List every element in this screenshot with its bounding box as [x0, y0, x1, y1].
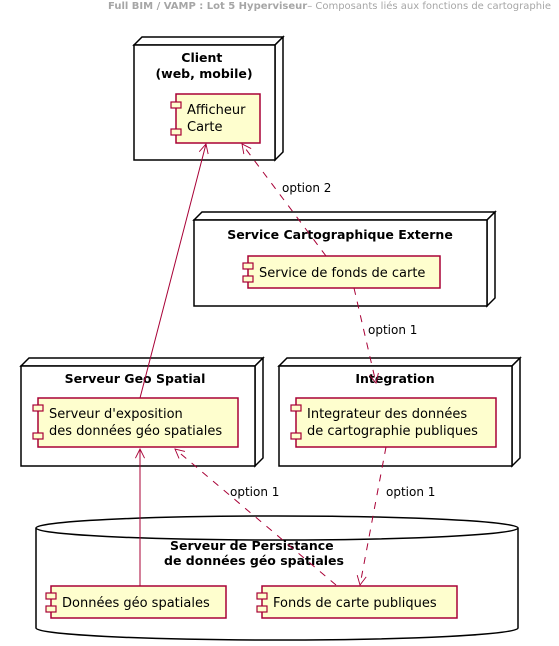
component-exposition-label-line-1: Serveur d'exposition	[49, 407, 183, 422]
component-afficheur-carte[interactable]: Afficheur Carte	[170, 93, 261, 144]
edge-label-option-1-persistance: option 1	[230, 485, 279, 499]
node-client-title-line-2: (web, mobile)	[155, 66, 252, 81]
edge-exposition-to-afficheur	[139, 144, 206, 399]
node-client-title-line-1: Client	[181, 50, 222, 65]
component-afficheur-label-line-1: Afficheur	[187, 103, 246, 118]
component-afficheur-label-line-2: Carte	[187, 120, 222, 135]
edge-integrateur-to-fonds	[360, 446, 387, 585]
database-title-line-2: de données géo spatiales	[164, 553, 344, 568]
component-donnees-geo-spatiales[interactable]: Données géo spatiales	[45, 585, 227, 619]
edge-label-option-2: option 2	[282, 181, 331, 195]
database-title: Serveur de Persistance de données géo sp…	[164, 538, 344, 568]
edge-label-option-1-service: option 1	[368, 323, 417, 337]
component-fonds-publiques-label: Fonds de carte publiques	[273, 596, 437, 611]
node-client-title: Client (web, mobile)	[155, 50, 252, 81]
node-integration-title: Integration	[355, 371, 434, 386]
component-exposition-label-line-2: des données géo spatiales	[49, 424, 222, 439]
database-title-line-1: Serveur de Persistance	[170, 538, 334, 553]
component-integrateur-label: Integrateur des données de cartographie …	[307, 407, 478, 439]
diagram-header: Full BIM / VAMP : Lot 5 Hyperviseur– Com…	[108, 0, 551, 12]
component-integrateur-label-line-1: Integrateur des données	[307, 407, 467, 422]
component-integrateur-label-line-2: de cartographie publiques	[307, 424, 478, 439]
component-service-fonds-carte[interactable]: Service de fonds de carte	[242, 255, 441, 289]
edge-service-to-afficheur	[242, 144, 327, 257]
edge-service-to-integrateur	[353, 287, 376, 383]
database-serveur-persistance: Serveur de Persistance de données géo sp…	[35, 515, 519, 641]
component-afficheur-label: Afficheur Carte	[187, 103, 250, 135]
node-geo-title: Serveur Geo Spatial	[65, 371, 206, 386]
component-service-fonds-label: Service de fonds de carte	[259, 266, 425, 281]
header-project: Full BIM / VAMP : Lot 5 Hyperviseur	[108, 1, 307, 12]
node-client: Client (web, mobile)	[132, 35, 285, 162]
component-integrateur[interactable]: Integrateur des données de cartographie …	[290, 397, 497, 448]
node-service-title: Service Cartographique Externe	[227, 227, 453, 242]
header-subtitle: – Composants liés aux fonctions de carto…	[307, 0, 551, 12]
edge-label-option-1-integration: option 1	[386, 485, 435, 499]
component-donnees-label: Données géo spatiales	[62, 596, 210, 611]
component-fonds-carte-publiques[interactable]: Fonds de carte publiques	[256, 585, 458, 619]
component-serveur-exposition[interactable]: Serveur d'exposition des données géo spa…	[32, 397, 239, 448]
component-exposition-label: Serveur d'exposition des données géo spa…	[49, 407, 222, 439]
